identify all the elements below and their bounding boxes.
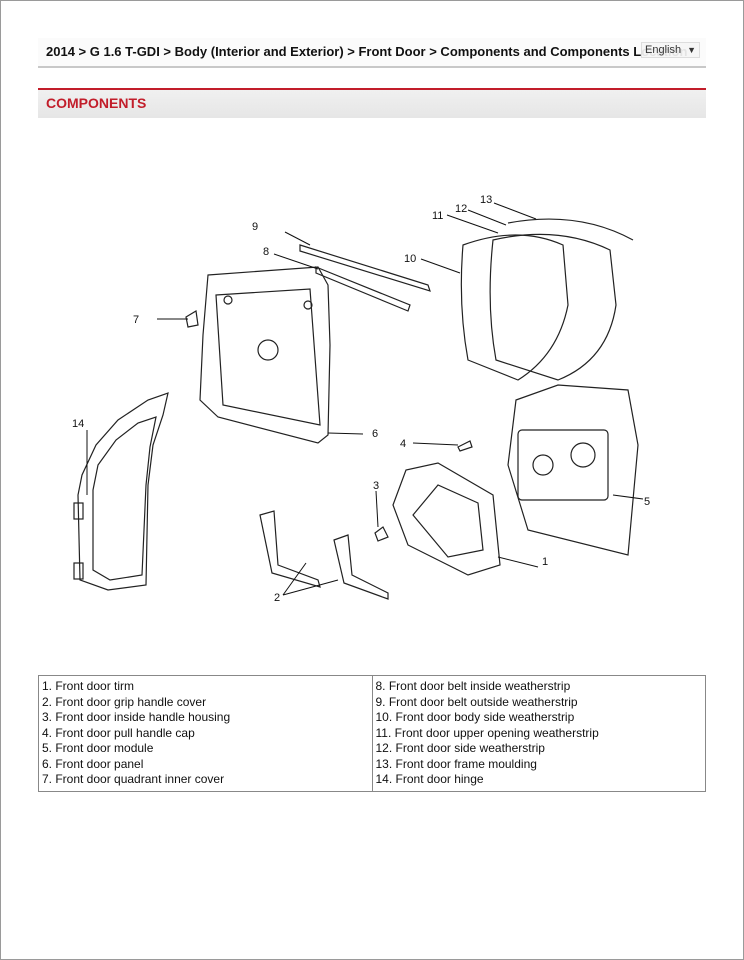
callout-10: 10	[404, 253, 416, 265]
door-frame-outline	[77, 392, 169, 591]
callout-8: 8	[263, 246, 269, 258]
grip-handle-cover-1	[259, 510, 321, 588]
body-side-weatherstrip	[460, 234, 569, 381]
breadcrumb-bar: 2014 > G 1.6 T-GDI > Body (Interior and …	[38, 38, 706, 68]
callout-5: 5	[644, 496, 650, 508]
callout-7: 7	[133, 314, 139, 326]
section-title: COMPONENTS	[46, 95, 147, 111]
legend-column-right: 8. Front door belt inside weatherstrip 9…	[371, 675, 706, 792]
components-diagram: 14 7 9 8 10 11 12 13 6 4 5 3 1 2	[38, 185, 706, 605]
callout-11: 11	[432, 210, 443, 222]
legend-table: 1. Front door tirm 2. Front door grip ha…	[38, 675, 706, 792]
callout-1: 1	[542, 556, 548, 568]
callout-9: 9	[252, 221, 258, 233]
list-item: 3. Front door inside handle housing	[42, 710, 231, 724]
callout-4: 4	[400, 438, 406, 450]
callout-3: 3	[373, 480, 379, 492]
belt-outside-strip	[299, 244, 431, 292]
handle-housing	[374, 526, 389, 542]
door-module-outline	[507, 384, 639, 556]
list-item: 7. Front door quadrant inner cover	[42, 772, 225, 786]
list-item: 1. Front door tirm	[42, 679, 135, 693]
language-select-value: English	[645, 44, 682, 56]
section-header: COMPONENTS	[38, 88, 706, 118]
list-item: 14. Front door hinge	[375, 772, 484, 786]
upper-opening-weatherstrip	[489, 233, 617, 381]
callout-2: 2	[274, 592, 280, 604]
chevron-down-icon: ▼	[687, 45, 696, 55]
list-item: 13. Front door frame moulding	[375, 756, 537, 771]
callout-13: 13	[480, 194, 492, 206]
table-row: 1. Front door tirm 2. Front door grip ha…	[38, 675, 706, 792]
list-item: 2. Front door grip handle cover	[42, 694, 207, 709]
list-item: 10. Front door body side weatherstrip	[375, 710, 575, 724]
language-select[interactable]: English ▼	[641, 42, 700, 58]
hinge-lower	[73, 562, 84, 580]
list-item: 11. Front door upper opening weatherstri…	[375, 725, 599, 740]
quadrant-cover	[185, 310, 199, 328]
list-item: 5. Front door module	[42, 741, 154, 755]
callout-14: 14	[72, 418, 84, 430]
list-item: 6. Front door panel	[42, 756, 144, 771]
door-trim-outline	[392, 462, 501, 576]
legend-column-left: 1. Front door tirm 2. Front door grip ha…	[38, 675, 373, 792]
grip-handle-cover-2	[333, 534, 389, 600]
list-item: 4. Front door pull handle cap	[42, 725, 195, 740]
list-item: 8. Front door belt inside weatherstrip	[375, 679, 571, 693]
list-item: 9. Front door belt outside weatherstrip	[375, 694, 578, 709]
list-item: 12. Front door side weatherstrip	[375, 741, 545, 755]
hinge-upper	[73, 502, 84, 520]
breadcrumb: 2014 > G 1.6 T-GDI > Body (Interior and …	[46, 44, 688, 59]
exploded-view-illustration: 14 7 9 8 10 11 12 13 6 4 5 3 1 2	[72, 194, 650, 604]
frame-moulding	[507, 218, 634, 241]
callout-6: 6	[372, 428, 378, 440]
callout-12: 12	[455, 203, 467, 215]
belt-inside-strip	[315, 266, 411, 312]
pull-handle-cap	[457, 440, 473, 452]
